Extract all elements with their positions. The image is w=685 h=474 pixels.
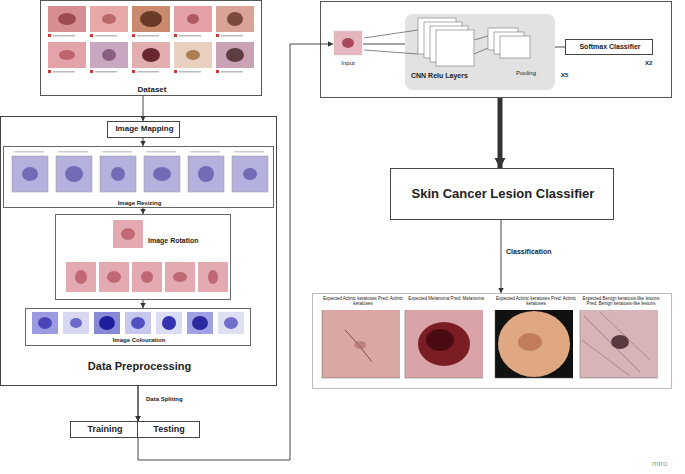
connector: [501, 220, 502, 293]
split-box: Testing: [138, 421, 200, 438]
image-panel: Image Colouration: [25, 308, 251, 346]
node-text: X5: [561, 72, 581, 79]
arrow-head: [498, 288, 504, 293]
connector: [363, 44, 405, 45]
arrow-head: [328, 41, 333, 47]
arrow-head: [135, 416, 141, 421]
node-text: Image Mapping: [108, 125, 181, 134]
connector: [143, 300, 144, 308]
node-text: Input: [327, 60, 369, 67]
image-panel: Image Resizing: [3, 146, 274, 208]
node-text: Expected Melanoma Pred: Melanoma: [402, 297, 490, 302]
image-panel: Image Rotation: [55, 214, 231, 300]
node-text: Dataset: [41, 86, 263, 95]
node-text: Softmax Classifier: [566, 43, 654, 51]
arrow-head: [495, 158, 506, 168]
node-text: Training: [71, 425, 139, 435]
connector: [138, 386, 139, 421]
connector: [498, 98, 503, 168]
connector: [138, 386, 139, 421]
node-text: Image Rotation: [148, 237, 228, 245]
preprocessing-box: Data Preprocessing Image MappingImage Res…: [0, 116, 277, 386]
dataset-panel: Dataset: [40, 0, 262, 96]
node-text: Skin Cancer Lesion Classifier: [391, 187, 615, 201]
node-text: Expected Benign keratosis-like lesions P…: [577, 297, 665, 307]
edge-label: Data Spliting: [146, 396, 183, 403]
input-image: Input: [333, 30, 363, 68]
model-box: Skin Cancer Lesion Classifier: [390, 168, 614, 220]
classifier-box: Softmax Classifier: [565, 39, 653, 55]
cnn-layers-region: CNN Relu LayersPoolingX5: [405, 14, 555, 90]
node-text: Expected Actinic keratoses Pred: Actinic…: [319, 297, 407, 307]
connector: [143, 138, 144, 146]
results-panel: Expected Actinic keratoses Pred: Actinic…: [312, 293, 672, 389]
split-box: Training: [70, 421, 138, 438]
node-text: X2: [645, 60, 667, 67]
node-text: Testing: [138, 425, 200, 435]
node-text: CNN Relu Layers: [411, 72, 495, 80]
watermark: miro: [652, 460, 668, 469]
node-text: Image Colouration: [26, 337, 252, 344]
model-panel: X2 InputCNN Relu Layers Pooling X5 Softmax C…: [320, 1, 672, 98]
arrow-head: [140, 209, 146, 214]
connector: [138, 44, 333, 460]
node-text: Data Preprocessing: [1, 360, 278, 372]
arrow-head: [140, 116, 146, 121]
arrow-head: [140, 303, 146, 308]
node-text: Pooling: [501, 70, 551, 77]
node-text: Expected Actinic keratoses Pred: Actinic…: [492, 297, 580, 307]
connector: [143, 208, 144, 214]
node-text: Image Resizing: [4, 200, 275, 207]
process-box: Image Mapping: [107, 121, 180, 138]
connector: [555, 47, 565, 48]
edge-label: Classification: [506, 248, 552, 256]
connector: [143, 96, 144, 121]
arrow-head: [135, 416, 141, 421]
arrow-head: [140, 141, 146, 146]
